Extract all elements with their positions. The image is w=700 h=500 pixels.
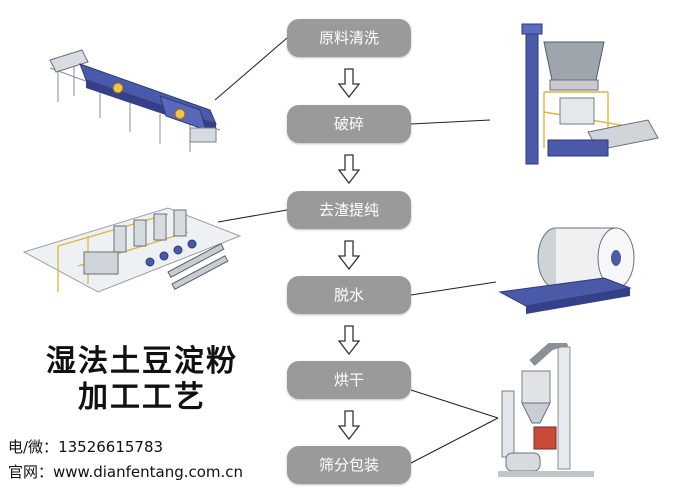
website-url[interactable]: www.dianfentang.com.cn: [53, 463, 244, 481]
step-raw-washing: 原料清洗: [287, 19, 411, 57]
washing-machine-illustration: [49, 49, 221, 152]
diagram-title-line1: 湿法土豆淀粉: [46, 344, 238, 379]
phone-contact: 电/微：13526615783: [8, 436, 163, 457]
vacuum-filter-illustration: [498, 227, 635, 314]
down-arrow-icon: [337, 68, 361, 98]
down-arrow-icon: [337, 154, 361, 184]
step-drying: 烘干: [287, 361, 411, 399]
connector-dewatering: [410, 281, 497, 296]
down-arrow-icon: [337, 325, 361, 355]
connector-crushing: [410, 119, 491, 125]
phone-number: 13526615783: [58, 438, 164, 456]
step-residue-purification: 去渣提纯: [287, 191, 411, 229]
down-arrow-icon: [337, 240, 361, 270]
connector-purification: [217, 209, 288, 223]
step-sieving-packing: 筛分包装: [287, 446, 411, 484]
down-arrow-icon: [337, 410, 361, 440]
connector-packing: [410, 417, 499, 464]
step-crushing: 破碎: [287, 105, 411, 143]
website-contact: 官网：www.dianfentang.com.cn: [8, 461, 243, 482]
connector-washing: [214, 37, 288, 101]
flash-dryer-illustration: [498, 343, 594, 477]
purification-plant-illustration: [22, 207, 242, 293]
step-dewatering: 脱水: [287, 276, 411, 314]
diagram-title-line2: 加工工艺: [78, 380, 206, 415]
connector-drying: [410, 389, 499, 419]
website-label: 官网：: [8, 463, 54, 481]
crusher-illustration: [521, 23, 659, 165]
phone-label: 电/微：: [8, 438, 59, 456]
